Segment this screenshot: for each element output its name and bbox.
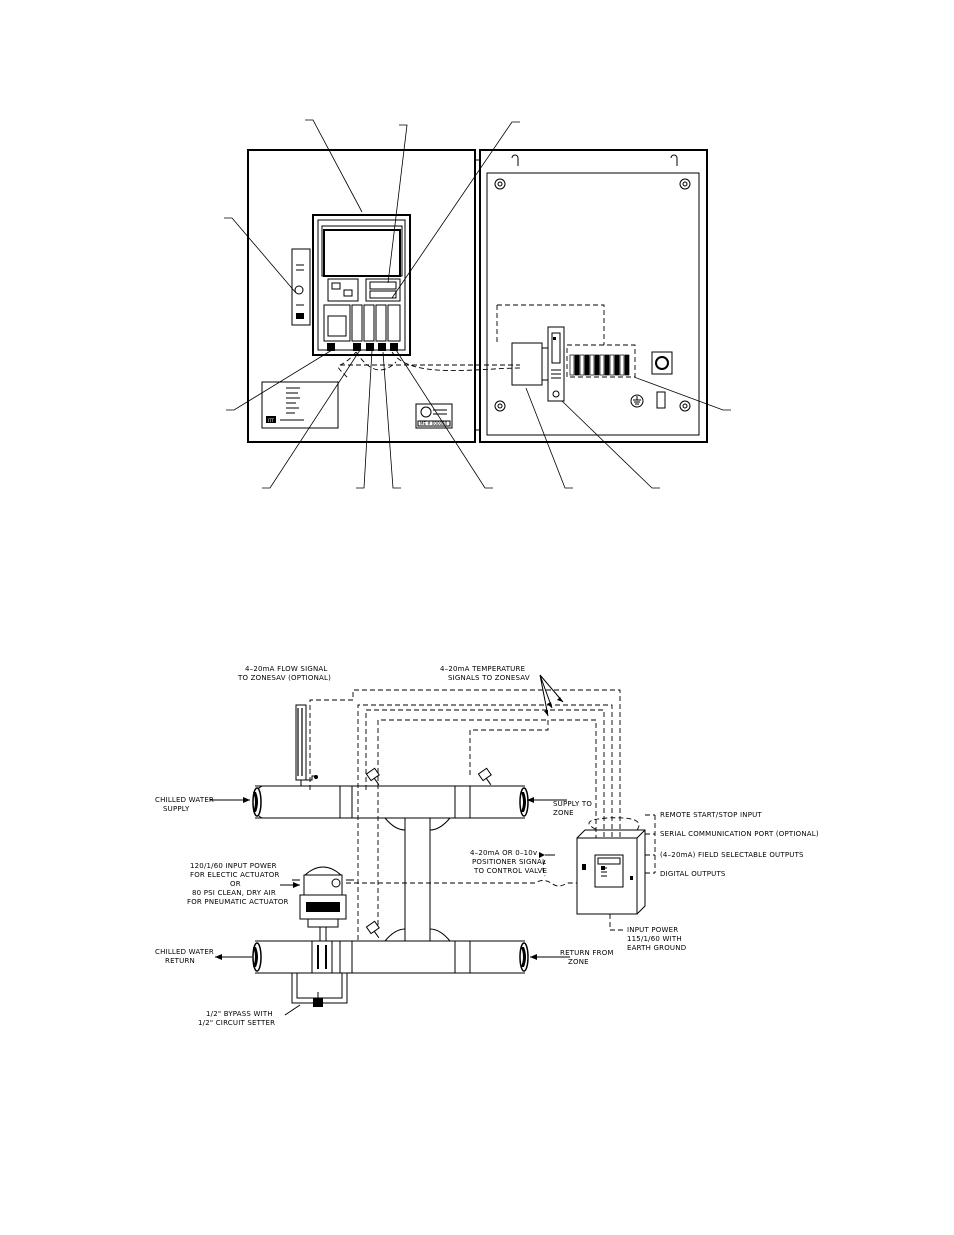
terminal bbox=[569, 354, 575, 376]
actuator-power-label-4: 80 PSI CLEAN, DRY AIR bbox=[192, 889, 276, 897]
terminal-strip bbox=[566, 344, 636, 378]
ul-label: ME # 000000 bbox=[415, 403, 453, 429]
callout-leaders bbox=[224, 119, 731, 489]
field-outputs-label: (4–20mA) FIELD SELECTABLE OUTPUTS bbox=[660, 851, 804, 859]
bypass-line bbox=[291, 973, 348, 1007]
remote-start-label: REMOTE START/STOP INPUT bbox=[660, 811, 762, 819]
flow-meter bbox=[295, 704, 318, 786]
positioner-label-2: POSITIONER SIGNAL bbox=[472, 858, 546, 866]
signal-wiring bbox=[309, 689, 656, 940]
supply-pipe bbox=[252, 785, 529, 819]
control-valve bbox=[292, 866, 354, 974]
chilled-supply-label-1: CHILLED WATER bbox=[155, 796, 214, 804]
terminal bbox=[579, 354, 585, 376]
door-keypad bbox=[291, 248, 311, 326]
piping-figure: 4–20mA FLOW SIGNAL TO ZONESAV (OPTIONAL)… bbox=[155, 665, 819, 1027]
temp-signals-label-1: 4–20mA TEMPERATURE bbox=[440, 665, 525, 673]
chilled-return-label-1: CHILLED WATER bbox=[155, 948, 214, 956]
transformer bbox=[511, 342, 549, 386]
terminal bbox=[609, 354, 615, 376]
relay bbox=[651, 351, 673, 375]
terminal bbox=[614, 354, 620, 376]
terminal bbox=[599, 354, 605, 376]
positioner-label-1: 4–20mA OR 0–10v bbox=[470, 849, 537, 857]
input-power-label-1: INPUT POWER bbox=[627, 926, 678, 934]
input-power-label-3: EARTH GROUND bbox=[627, 944, 686, 952]
zonesav-controller bbox=[576, 829, 646, 915]
enclosure-figure: ITT ME # 000000 bbox=[224, 119, 731, 489]
ribbon-cable bbox=[338, 351, 521, 379]
bypass-label-2: 1/2" CIRCUIT SETTER bbox=[198, 1019, 275, 1027]
terminal bbox=[604, 354, 610, 376]
actuator-power-label-1: 120/1/60 INPUT POWER bbox=[190, 862, 277, 870]
terminal bbox=[624, 354, 630, 376]
terminal bbox=[584, 354, 590, 376]
terminal bbox=[594, 354, 600, 376]
bypass-label-1: 1/2" BYPASS WITH bbox=[206, 1010, 273, 1018]
return-zone-label-2: ZONE bbox=[568, 958, 589, 966]
terminal-block bbox=[656, 391, 666, 409]
terminal bbox=[574, 354, 580, 376]
schematic-labels: 4–20mA FLOW SIGNAL TO ZONESAV (OPTIONAL)… bbox=[155, 665, 819, 1027]
return-pipe bbox=[252, 940, 529, 974]
temp-signals-label-2: SIGNALS TO ZONESAV bbox=[448, 674, 530, 682]
return-zone-label-1: RETURN FROM bbox=[560, 949, 614, 957]
input-power-label-2: 115/1/60 WITH bbox=[627, 935, 682, 943]
flow-signal-label-2: TO ZONESAV (OPTIONAL) bbox=[237, 674, 331, 682]
chilled-supply-label-2: SUPPLY bbox=[163, 805, 190, 813]
terminal bbox=[589, 354, 595, 376]
supply-zone-label-2: ZONE bbox=[553, 809, 574, 817]
decoupler-pipe bbox=[384, 817, 451, 942]
actuator-power-label-5: FOR PNEUMATIC ACTUATOR bbox=[187, 898, 289, 906]
chilled-return-label-2: RETURN bbox=[165, 957, 195, 965]
enclosure-door bbox=[247, 149, 476, 443]
positioner-label-3: TO CONTROL VALVE bbox=[473, 867, 547, 875]
terminal bbox=[619, 354, 625, 376]
nameplate-brand: ITT bbox=[268, 418, 275, 423]
mounting-holes bbox=[494, 178, 691, 412]
flow-signal-label-1: 4–20mA FLOW SIGNAL bbox=[245, 665, 327, 673]
supply-zone-label-1: SUPPLY TO bbox=[553, 800, 592, 808]
power-supply-module bbox=[547, 326, 565, 402]
temperature-sensors bbox=[365, 767, 492, 939]
enclosure-cabinet bbox=[479, 149, 708, 443]
flow-arrows bbox=[210, 674, 570, 1016]
digital-outputs-label: DIGITAL OUTPUTS bbox=[660, 870, 726, 878]
serial-port-label: SERIAL COMMUNICATION PORT (OPTIONAL) bbox=[660, 830, 819, 838]
door-controller bbox=[312, 214, 411, 356]
back-panel bbox=[486, 172, 700, 436]
door-nameplate: ITT bbox=[261, 381, 339, 429]
actuator-power-label-3: OR bbox=[230, 880, 241, 888]
actuator-power-label-2: FOR ELECTIC ACTUATOR bbox=[190, 871, 280, 879]
ground-symbol bbox=[630, 394, 644, 408]
display-window bbox=[323, 229, 401, 277]
ul-label-number: ME # 000000 bbox=[420, 421, 448, 426]
